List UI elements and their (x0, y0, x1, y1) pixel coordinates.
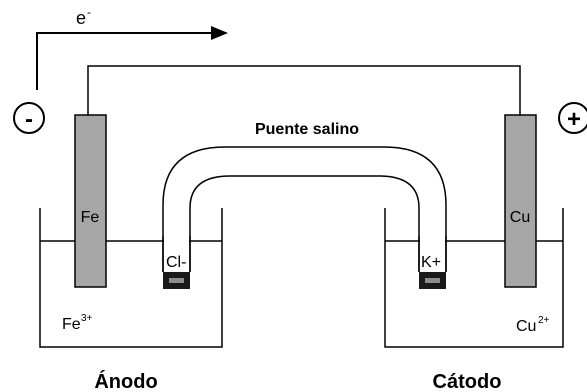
svg-text:-: - (25, 106, 33, 133)
copper-electrode-label: Cu (510, 209, 530, 226)
copper-ion-label: Cu 2+ (516, 315, 550, 335)
cathode-bridge-plug (419, 272, 446, 289)
electron-superscript: - (87, 5, 91, 19)
iron-electrode-label: Fe (81, 209, 100, 226)
anode-title: Ánodo (94, 370, 157, 392)
copper-electrode (504, 114, 537, 288)
positive-terminal-icon: + (558, 102, 587, 134)
svg-text:2+: 2+ (538, 315, 550, 326)
external-wire (87, 65, 521, 115)
svg-text:+: + (567, 106, 581, 133)
electron-flow-arrow (36, 26, 228, 90)
iron-ion-label: Fe 3+ (62, 313, 93, 333)
cathode-title: Cátodo (433, 371, 502, 392)
electron-label: e (76, 8, 86, 28)
salt-bridge (162, 146, 447, 272)
svg-text:3+: 3+ (81, 313, 93, 324)
iron-electrode (74, 114, 107, 288)
svg-text:Cu: Cu (516, 318, 536, 335)
negative-terminal-icon: - (13, 102, 45, 134)
anode-bridge-plug (163, 272, 190, 289)
salt-bridge-label: Puente salino (255, 121, 359, 138)
anode-beaker (39, 208, 223, 348)
svg-text:Fe: Fe (62, 316, 81, 333)
chloride-ion-label: Cl- (166, 254, 186, 271)
potassium-ion-label: K+ (421, 254, 441, 271)
